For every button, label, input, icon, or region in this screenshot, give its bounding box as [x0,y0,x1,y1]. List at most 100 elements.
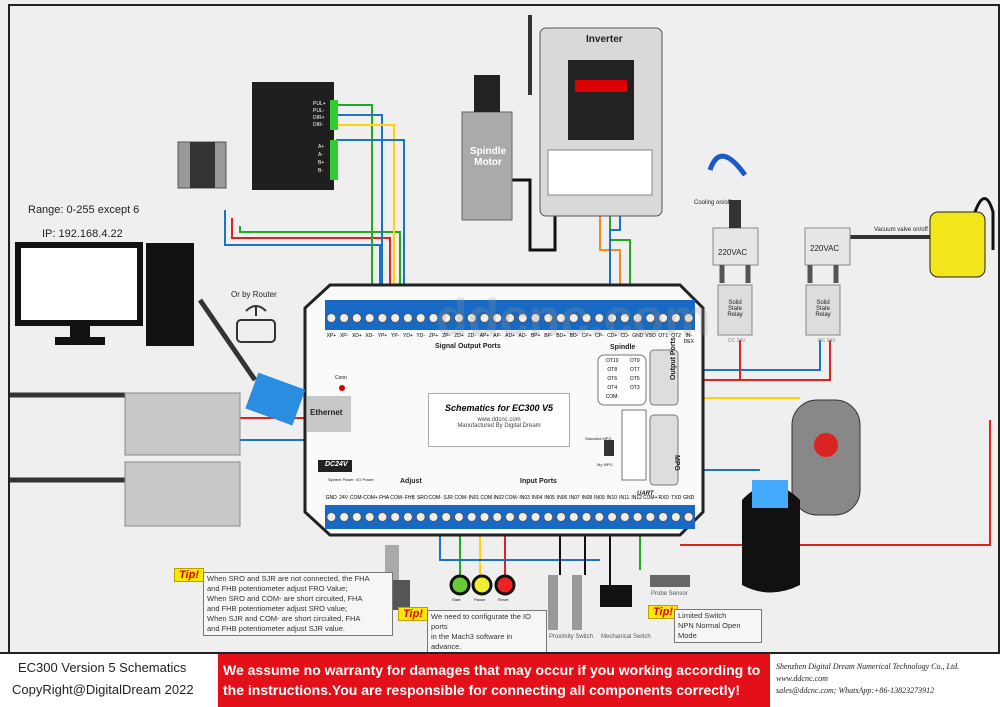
terminal-screw[interactable] [670,512,681,522]
terminal-screw[interactable] [607,512,618,522]
terminal-screw[interactable] [670,313,681,323]
terminal-screw[interactable] [581,313,592,323]
inverter-terminals [547,149,653,196]
terminal-screw[interactable] [402,313,413,323]
terminal-screw[interactable] [607,313,618,323]
terminal-screw[interactable] [645,313,656,323]
relay-label: Solid State Relay [815,300,831,318]
terminal-screw[interactable] [402,512,413,522]
terminal-screw[interactable] [390,313,401,323]
terminal-label: XD- [365,333,374,339]
terminal-screw[interactable] [377,313,388,323]
terminal-screw[interactable] [453,512,464,522]
terminal-label: COM- [390,495,404,501]
ethernet-port[interactable]: Ethernet [307,396,351,432]
terminal-screw[interactable] [453,313,464,323]
terminal-screw[interactable] [543,512,554,522]
terminal-screw[interactable] [505,512,515,522]
terminal-label: COM- [605,394,619,400]
terminal-screw[interactable] [377,512,388,522]
terminal-label: COM- [505,495,519,501]
terminal-screw[interactable] [351,313,362,323]
board-title: Schematics for EC300 V5 [444,403,554,413]
terminal-screw[interactable] [556,313,567,323]
terminal-screw[interactable] [658,313,669,323]
driver-label-dir-minus: DIR- [313,122,324,128]
terminal-screw[interactable] [364,512,375,522]
terminal-screw[interactable] [517,512,528,522]
power-supply [124,392,241,456]
terminal-screw[interactable] [339,313,350,323]
tip-badge: Tip! [398,607,428,621]
mpg-connector [649,414,679,486]
company-website[interactable]: www.ddcnc.com [776,674,828,683]
terminal-label: BD- [569,333,579,339]
terminal-screw[interactable] [479,313,490,323]
terminal-screw[interactable] [530,313,541,323]
terminal-screw[interactable] [479,512,490,522]
terminal-label: BP+ [530,333,541,339]
wire [336,124,395,305]
start-button [449,574,471,596]
terminal-screw[interactable] [415,512,426,522]
terminal-screw[interactable] [505,313,515,323]
terminal-label: IN07 [569,495,580,501]
terminal-screw[interactable] [326,313,337,323]
terminal-screw[interactable] [568,512,579,522]
terminal-label: VSO [645,333,656,339]
driver-label-b-plus: B+ [318,160,325,166]
terminal-screw[interactable] [594,313,605,323]
terminal-screw[interactable] [441,512,452,522]
terminal-label: XP- [339,333,349,339]
mpg-screen [752,480,788,508]
terminal-screw[interactable] [466,512,477,522]
terminal-screw[interactable] [415,313,426,323]
company-name: Shenzhen Digital Dream Numerical Technol… [776,662,960,671]
terminal-screw[interactable] [466,313,477,323]
terminal-screw[interactable] [632,512,643,522]
terminal-screw[interactable] [645,512,656,522]
standard-mpg-label: Standard MPG [585,436,612,441]
terminal-screw[interactable] [683,313,694,323]
terminal-screw[interactable] [619,313,630,323]
terminal-label: IN06 [556,495,568,501]
spindle-motor-cap [474,75,500,112]
terminal-screw[interactable] [683,512,694,522]
terminal-label: 24V [339,495,349,501]
terminal-label: IN12 [631,495,642,501]
terminal-screw[interactable] [517,313,528,323]
terminal-screw[interactable] [530,512,541,522]
terminal-screw[interactable] [326,512,337,522]
terminal-screw[interactable] [581,512,592,522]
terminal-label: OT4 [607,385,618,391]
terminal-screw[interactable] [492,512,503,522]
terminal-label: ZP+ [428,333,439,339]
terminal-screw[interactable] [658,512,669,522]
terminal-screw[interactable] [428,512,439,522]
terminal-label: AD- [518,333,528,339]
terminal-label: SJR [443,495,453,501]
terminal-screw[interactable] [543,313,554,323]
footer-title: EC300 Version 5 Schematics [18,660,187,675]
wire [336,139,405,305]
terminal-screw[interactable] [556,512,567,522]
terminal-screw[interactable] [428,313,439,323]
terminal-screw[interactable] [364,313,375,323]
board-manufacturer: Manufactured By Digital Dream [457,423,541,429]
terminal-screw[interactable] [619,512,630,522]
coolant-nozzle [707,153,748,177]
terminal-screw[interactable] [339,512,350,522]
dc24v-label: DC24V [325,461,348,468]
terminal-screw[interactable] [594,512,605,522]
terminal-label: COM [480,495,493,501]
terminal-screw[interactable] [492,313,503,323]
terminal-screw[interactable] [441,313,452,323]
terminal-screw[interactable] [390,512,401,522]
terminal-screw[interactable] [568,313,579,323]
terminal-label: GND [632,333,644,339]
terminal-label: IN03 [519,495,530,501]
terminal-screw[interactable] [632,313,643,323]
probe-sensor-label: Probe Sensor [651,591,688,597]
terminal-screw[interactable] [351,512,362,522]
